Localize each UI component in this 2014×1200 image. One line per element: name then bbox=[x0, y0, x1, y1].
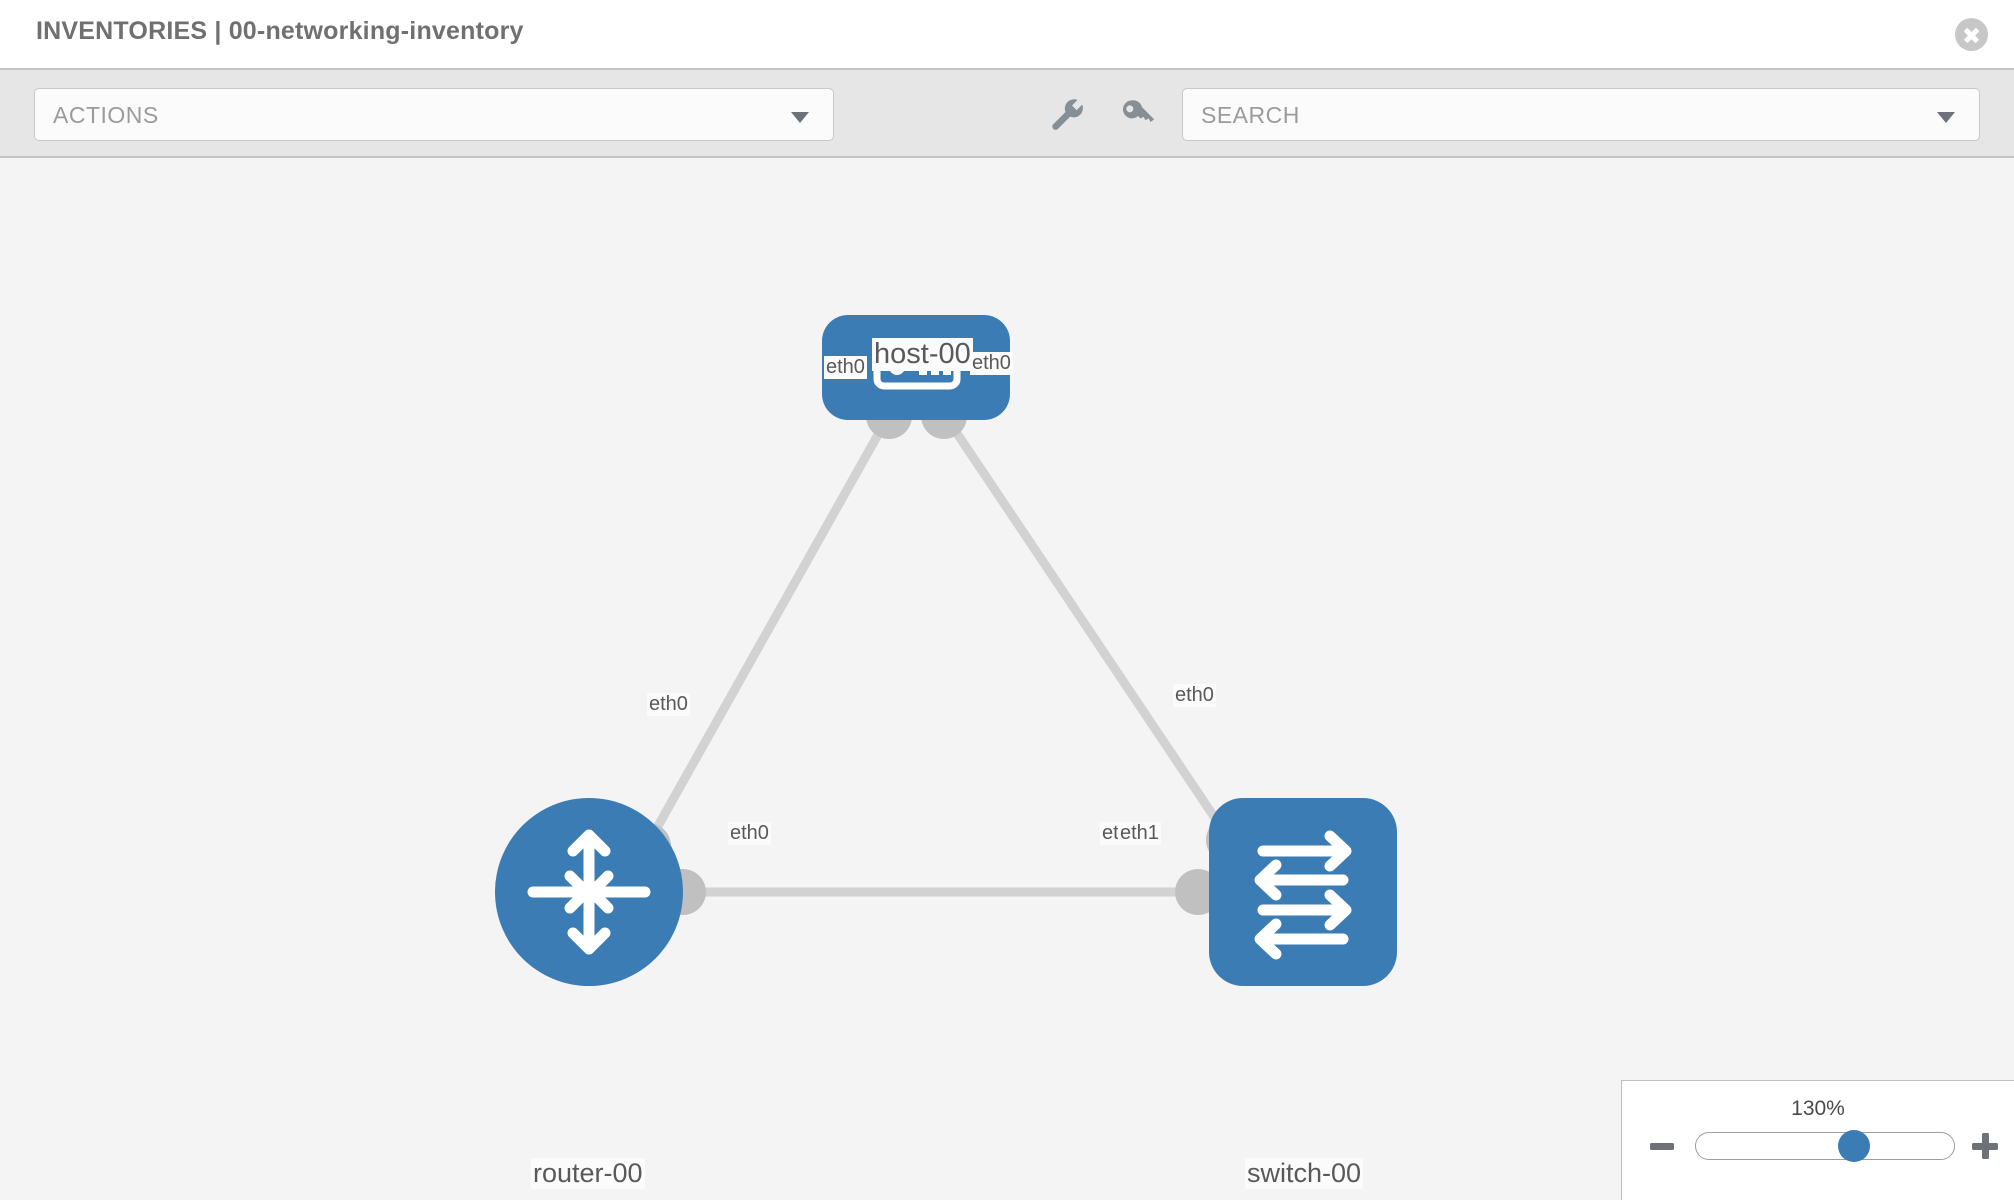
iface-label-switch-00-to-router-eth1: eth1 bbox=[1118, 822, 1161, 845]
link-host-switch[interactable] bbox=[921, 393, 1252, 863]
page-title: INVENTORIES | 00-networking-inventory bbox=[36, 17, 524, 45]
node-label-router-00: router-00 bbox=[531, 1158, 645, 1189]
node-router-00[interactable] bbox=[495, 798, 683, 986]
zoom-out-button[interactable] bbox=[1650, 1143, 1674, 1150]
actions-dropdown-label: ACTIONS bbox=[53, 102, 159, 128]
node-label-host-00: host-00 bbox=[872, 338, 973, 371]
chevron-down-icon[interactable] bbox=[1937, 112, 1955, 123]
iface-label-router-00-to-host: eth0 bbox=[647, 693, 690, 716]
zoom-level-label: 130% bbox=[1791, 1097, 1845, 1120]
topology-graph bbox=[495, 315, 1397, 986]
wrench-icon[interactable] bbox=[1048, 96, 1088, 136]
zoom-in-icon-stroke-h bbox=[1972, 1142, 1998, 1150]
link-router-switch[interactable] bbox=[660, 869, 1225, 915]
zoom-slider-thumb[interactable] bbox=[1838, 1130, 1870, 1162]
iface-label-router-00-to-switch: eth0 bbox=[728, 822, 771, 845]
toolbar: ACTIONS SEARCH bbox=[0, 68, 2014, 158]
link-host-router[interactable] bbox=[625, 393, 912, 869]
zoom-slider[interactable] bbox=[1695, 1130, 1955, 1162]
zoom-in-button[interactable] bbox=[1972, 1133, 1998, 1159]
search-input[interactable]: SEARCH bbox=[1182, 88, 1980, 141]
node-label-switch-00: switch-00 bbox=[1245, 1158, 1364, 1189]
iface-label-host-00-to-router: eth0 bbox=[824, 356, 867, 379]
node-switch-00[interactable] bbox=[1209, 798, 1397, 986]
topology-canvas[interactable]: host-00 router-00 switch-00 eth0 eth0 et… bbox=[0, 158, 2014, 1200]
zoom-control-panel: 130% bbox=[1621, 1080, 2014, 1200]
switch-arrows-icon bbox=[1254, 830, 1352, 960]
iface-label-switch-00-to-host: eth0 bbox=[1173, 684, 1216, 707]
router-arrows-icon bbox=[527, 829, 651, 955]
chevron-down-icon bbox=[791, 112, 809, 123]
actions-dropdown[interactable]: ACTIONS bbox=[34, 88, 834, 141]
page-header: INVENTORIES | 00-networking-inventory bbox=[0, 0, 2014, 68]
key-icon[interactable] bbox=[1117, 96, 1157, 136]
search-placeholder: SEARCH bbox=[1201, 102, 1300, 128]
iface-label-host-00-to-switch: eth0 bbox=[970, 352, 1013, 375]
close-icon[interactable] bbox=[1955, 18, 1988, 51]
